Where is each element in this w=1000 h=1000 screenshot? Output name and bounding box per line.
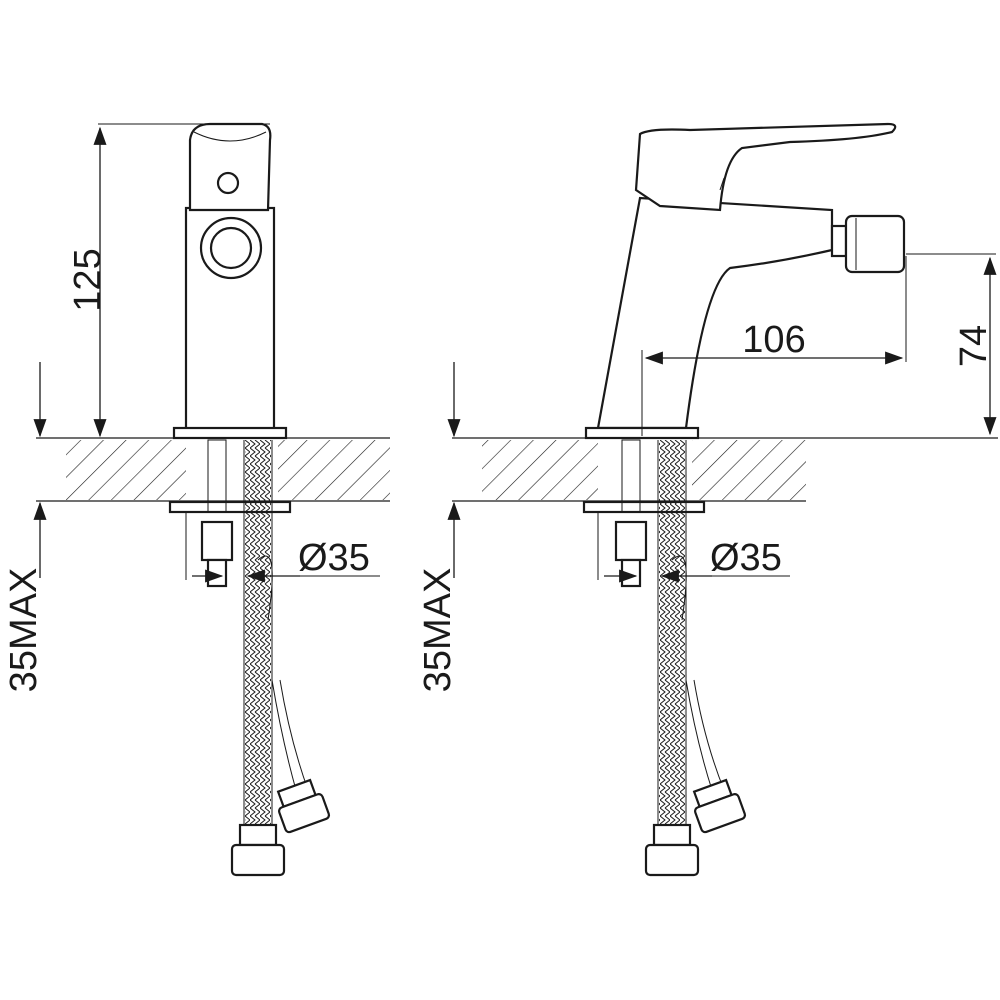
dim-label-35max-left: 35MAX xyxy=(3,568,45,693)
faucet-body-side xyxy=(584,122,906,440)
mounting-kit-side xyxy=(582,439,747,877)
countertop-left xyxy=(36,437,390,502)
dim-label-diameter-left: Ø35 xyxy=(298,537,370,579)
dimension-counter-thickness-right: 35MAX xyxy=(417,362,461,693)
countertop-right xyxy=(452,437,998,502)
dim-label-35max-right: 35MAX xyxy=(417,568,459,693)
dim-label-106: 106 xyxy=(742,319,805,361)
front-view: 125 35MAX Ø35 xyxy=(3,122,390,877)
dim-label-74: 74 xyxy=(953,325,995,367)
dimension-hole-left: Ø35 xyxy=(185,512,380,583)
dim-label-125: 125 xyxy=(67,248,109,311)
mounting-kit-front xyxy=(168,439,331,877)
dimension-hole-right: Ø35 xyxy=(597,512,790,583)
faucet-body-front xyxy=(172,122,288,440)
side-view: 106 74 35MAX Ø35 xyxy=(417,122,998,877)
dimension-height-125: 125 xyxy=(67,123,270,438)
dimension-reach-106: 106 xyxy=(641,256,907,436)
dimension-counter-thickness-left: 35MAX xyxy=(3,362,47,693)
dimension-nozzle-height-74: 74 xyxy=(906,253,997,436)
dim-label-diameter-right: Ø35 xyxy=(710,537,782,579)
